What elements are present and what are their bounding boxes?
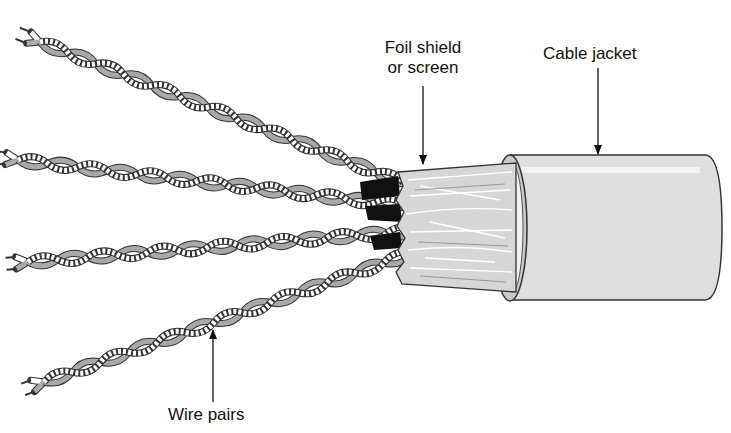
part-label: Wire pairs — [168, 405, 245, 425]
twisted-pair — [6, 225, 418, 270]
twisted-pair — [0, 151, 406, 211]
foil-streaks — [415, 184, 508, 282]
foil-shield — [396, 163, 516, 292]
twisted-pair — [21, 247, 414, 394]
shadow — [360, 176, 400, 200]
part-label: Foil shield or screen — [378, 38, 468, 78]
cable-jacket — [510, 155, 722, 300]
part-label: Cable jacket — [543, 44, 637, 64]
leader-arrow — [212, 330, 213, 402]
shadow — [365, 204, 402, 222]
shadow — [370, 232, 402, 250]
jacket-highlight — [520, 167, 700, 173]
leader-arrow — [597, 68, 598, 154]
leader-arrow — [422, 86, 423, 164]
